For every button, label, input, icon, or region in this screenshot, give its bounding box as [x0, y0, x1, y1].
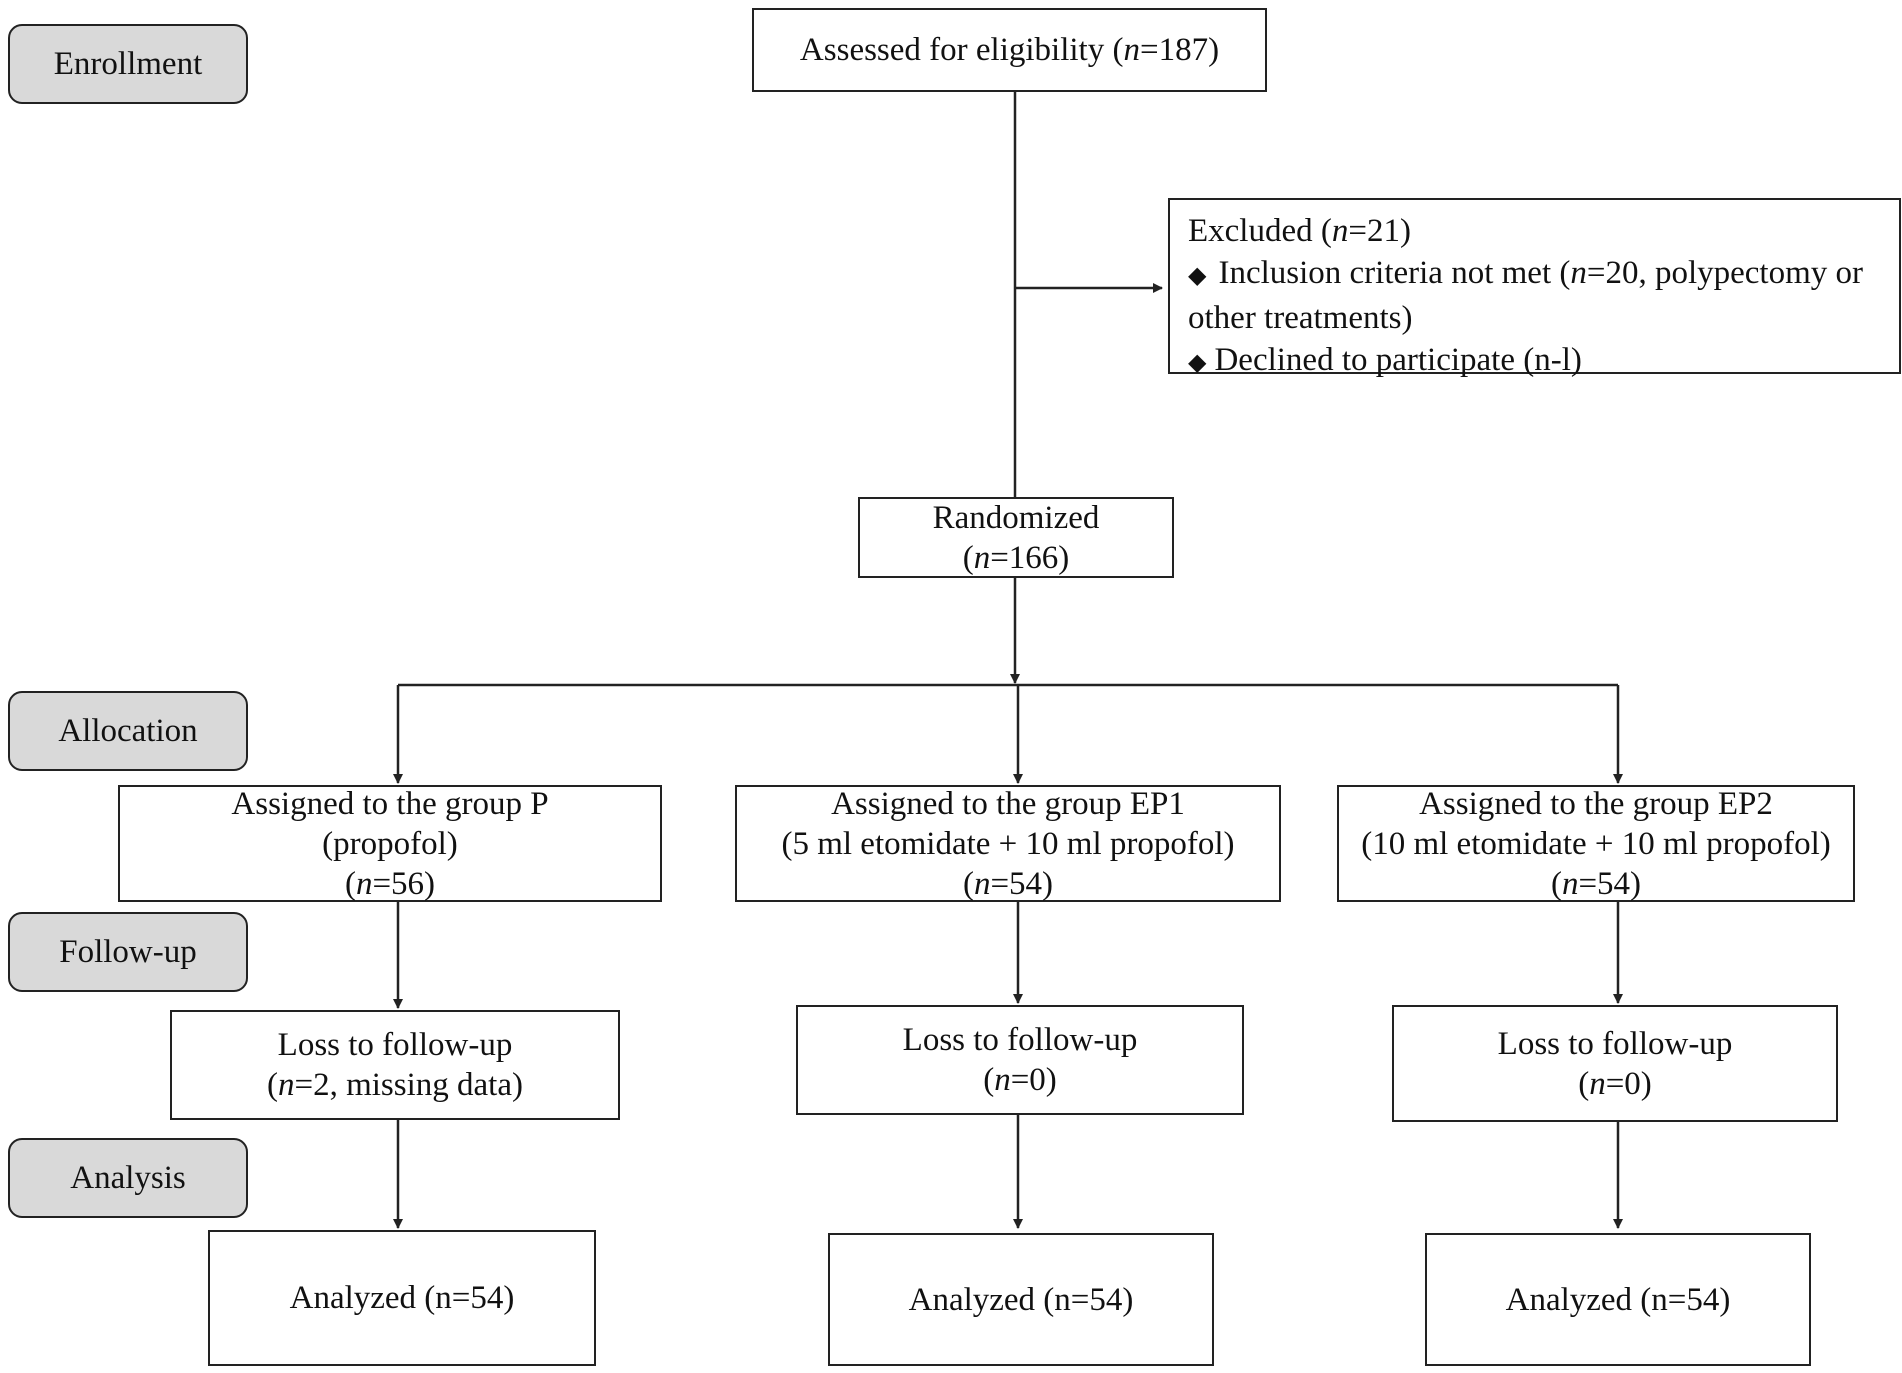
loss-title: Loss to follow-up [277, 1027, 513, 1063]
group-desc: (5 ml etomidate + 10 ml propofol) [781, 825, 1235, 862]
excluded-box: Excluded (n=21) ◆Inclusion criteria not … [1168, 198, 1901, 378]
group-count: (n=54) [1550, 865, 1642, 902]
group-desc: (propofol) [322, 825, 458, 862]
excluded-title: Excluded (n=21) [1188, 213, 1411, 249]
bullet-icon: ◆ [1188, 350, 1207, 376]
group-ep1-box: Assigned to the group EP1 (5 ml etomidat… [735, 785, 1281, 902]
randomized-box: Randomized (n=166) [858, 497, 1174, 578]
group-ep2-box: Assigned to the group EP2 (10 ml etomida… [1337, 785, 1855, 902]
stage-enrollment: Enrollment [8, 24, 248, 104]
loss-p-box: Loss to follow-up (n=2, missing data) [170, 1010, 620, 1120]
loss-ep2-box: Loss to follow-up (n=0) [1392, 1005, 1838, 1122]
stage-analysis: Analysis [8, 1138, 248, 1218]
randomized-label: Randomized [932, 499, 1100, 536]
group-p-box: Assigned to the group P (propofol) (n=56… [118, 785, 662, 902]
loss-count: (n=0) [1578, 1065, 1652, 1102]
stage-label: Allocation [58, 712, 198, 749]
group-title: Assigned to the group EP1 [831, 785, 1185, 822]
stage-label: Enrollment [53, 45, 203, 82]
stage-label: Follow-up [59, 933, 197, 970]
assessed-box: Assessed for eligibility (n=187) [752, 8, 1267, 92]
analyzed-ep1-box: Analyzed (n=54) [828, 1233, 1214, 1366]
loss-count: (n=2, missing data) [266, 1067, 523, 1103]
loss-title: Loss to follow-up [902, 1022, 1138, 1058]
stage-allocation: Allocation [8, 691, 248, 771]
analyzed-label: Analyzed (n=54) [289, 1280, 515, 1316]
loss-count: (n=0) [983, 1062, 1057, 1098]
group-count: (n=56) [344, 865, 436, 902]
stage-follow-up: Follow-up [8, 912, 248, 992]
analyzed-ep2-box: Analyzed (n=54) [1425, 1233, 1811, 1366]
analyzed-p-box: Analyzed (n=54) [208, 1230, 596, 1366]
randomized-count: (n=166) [962, 539, 1070, 576]
group-desc: (10 ml etomidate + 10 ml propofol) [1361, 825, 1831, 862]
analyzed-label: Analyzed (n=54) [908, 1281, 1134, 1318]
excluded-item-inclusion: ◆Inclusion criteria not met (n=20, polyp… [1188, 255, 1864, 336]
group-title: Assigned to the group EP2 [1419, 785, 1773, 822]
assessed-text: Assessed for eligibility (n=187) [799, 32, 1220, 68]
group-title: Assigned to the group P [231, 785, 549, 822]
loss-title: Loss to follow-up [1497, 1025, 1733, 1062]
stage-label: Analysis [70, 1159, 186, 1196]
excluded-item-declined: ◆Declined to participate (n-l) [1188, 342, 1582, 378]
bullet-icon: ◆ [1188, 263, 1207, 289]
loss-ep1-box: Loss to follow-up (n=0) [796, 1005, 1244, 1115]
analyzed-label: Analyzed (n=54) [1505, 1281, 1731, 1318]
group-count: (n=54) [962, 865, 1054, 902]
